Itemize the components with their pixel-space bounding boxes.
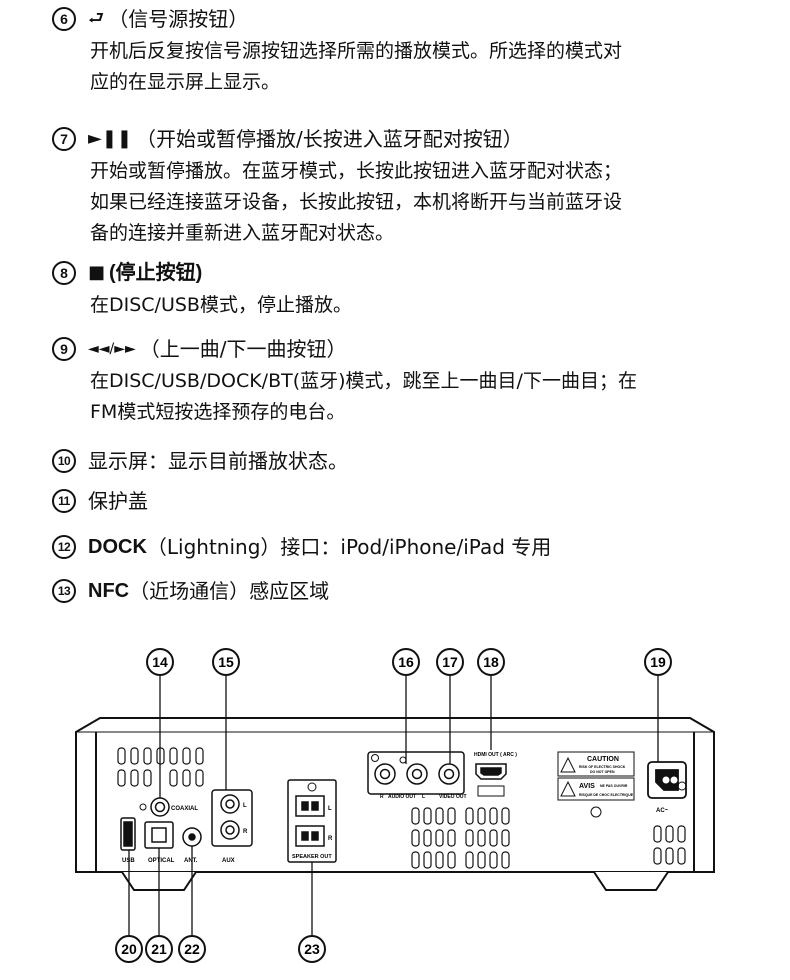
audio-video-panel [367,751,465,795]
callout-21: 21 [151,941,167,957]
item-12: 12 DOCK （Lightning）接口：iPod/iPhone/iPad 专… [52,532,772,562]
speaker-r-label: R [328,836,333,842]
speaker-out-label: SPEAKER OUT [292,854,332,860]
item-number: 7 [52,127,76,151]
ac-label: AC~ [656,808,669,814]
desc-line: 开机后反复按信号源按钮选择所需的播放模式。所选择的模式对 [90,40,623,62]
item-6: 6 ⮐ （信号源按钮） 开机后反复按信号源按钮选择所需的播放模式。所选择的模式对… [52,4,772,98]
item-bold-label: DOCK [88,536,147,558]
antenna-label: ANT. [184,858,198,864]
item-title: (停止按钮) [109,262,203,284]
item-number: 8 [52,261,76,285]
desc-line: 备的连接并重新进入蓝牙配对状态。 [90,222,395,244]
callout-20: 20 [121,941,137,957]
caution-sub2: DO NOT OPEN [590,770,615,774]
item-number: 12 [52,535,76,559]
desc-line: 如果已经连接蓝牙设备，长按此按钮，本机将断开与当前蓝牙设 [90,191,623,213]
speaker-l-label: L [328,806,332,812]
avis-title: AVIS [579,783,595,790]
antenna-jack [182,827,202,847]
item-title: （上一曲/下一曲按钮） [139,337,347,361]
caution-label [557,751,635,818]
vent-middle [411,807,510,869]
callouts-bottom [115,935,326,963]
audio-l-label: L [422,794,425,800]
optical-port [144,821,174,849]
item-title: （信号源按钮） [108,7,249,31]
skip-icon: ◄◄/►► [88,341,136,357]
item-9: 9 ◄◄/►► （上一曲/下一曲按钮） 在DISC/USB/DOCK/BT(蓝牙… [52,334,772,428]
item-number: 9 [52,337,76,361]
desc-line: 在DISC/USB模式，停止播放。 [90,294,352,316]
avis-sub2: RISQUE DE CHOC ELECTRIQUE [579,793,634,797]
source-button-icon: ⮐ [88,8,105,29]
avis-sub1: NE PAS OUVRIR [600,784,628,788]
callout-19: 19 [650,654,666,670]
audio-r-label: R [380,794,384,800]
hdmi-out-label: HDMI OUT ( ARC ) [474,752,517,758]
item-bold-label: NFC [88,580,130,602]
speaker-out-panel [287,779,337,863]
item-description: 在DISC/USB/DOCK/BT(蓝牙)模式，跳至上一曲目/下一曲目；在 FM… [90,366,772,428]
item-title: 显示屏：显示目前播放状态。 [88,449,348,473]
callout-15: 15 [218,654,234,670]
item-description: 开始或暂停播放。在蓝牙模式，长按此按钮进入蓝牙配对状态； 如果已经连接蓝牙设备，… [90,156,772,249]
stop-icon: ■ [88,262,106,283]
desc-line: 在DISC/USB/DOCK/BT(蓝牙)模式，跳至上一曲目/下一曲目；在 [90,370,637,392]
item-description: 在DISC/USB模式，停止播放。 [90,290,772,321]
desc-line: 应的在显示屏上显示。 [90,71,281,93]
callout-18: 18 [483,654,499,670]
play-pause-icon: ►❚❚ [88,128,133,149]
item-title: （Lightning）接口：iPod/iPhone/iPad 专用 [146,535,552,559]
callout-23: 23 [304,941,320,957]
aux-panel [211,789,253,847]
item-description: 开机后反复按信号源按钮选择所需的播放模式。所选择的模式对 应的在显示屏上显示。 [90,36,772,98]
rear-panel-diagram: USB COAXIAL OPTICAL ANT. L R AUX L R SPE… [75,648,715,963]
aux-r-label: R [243,829,248,835]
callout-22: 22 [184,941,200,957]
video-out-label: VIDEO OUT [439,794,467,800]
item-11: 11 保护盖 [52,486,772,516]
desc-line: 开始或暂停播放。在蓝牙模式，长按此按钮进入蓝牙配对状态； [90,160,623,182]
caution-title: CAUTION [587,756,619,763]
callout-17: 17 [442,654,458,670]
callout-14: 14 [152,654,168,670]
item-10: 10 显示屏：显示目前播放状态。 [52,446,772,476]
desc-line: FM模式短按选择预存的电台。 [90,401,346,423]
item-title: （近场通信）感应区域 [129,579,330,603]
item-number: 10 [52,449,76,473]
audio-out-label: AUDIO OUT [388,794,416,800]
item-title: （开始或暂停播放/长按进入蓝牙配对按钮） [136,127,523,151]
hdmi-port [475,763,507,797]
coaxial-label: COAXIAL [171,806,198,812]
callout-16: 16 [398,654,414,670]
usb-port [120,817,136,851]
item-8: 8 ■ (停止按钮) 在DISC/USB模式，停止播放。 [52,258,772,321]
item-13: 13 NFC （近场通信）感应区域 [52,576,772,606]
aux-label: AUX [222,858,235,864]
item-number: 11 [52,489,76,513]
item-number: 6 [52,7,76,31]
vent-left [117,747,204,787]
item-7: 7 ►❚❚ （开始或暂停播放/长按进入蓝牙配对按钮） 开始或暂停播放。在蓝牙模式… [52,124,772,249]
callouts-top [146,648,672,676]
item-number: 13 [52,579,76,603]
optical-label: OPTICAL [148,858,175,864]
aux-l-label: L [243,803,247,809]
vent-right [653,825,686,865]
item-title: 保护盖 [88,489,148,513]
ac-inlet [647,761,687,799]
caution-sub1: RISK OF ELECTRIC SHOCK [579,765,626,769]
